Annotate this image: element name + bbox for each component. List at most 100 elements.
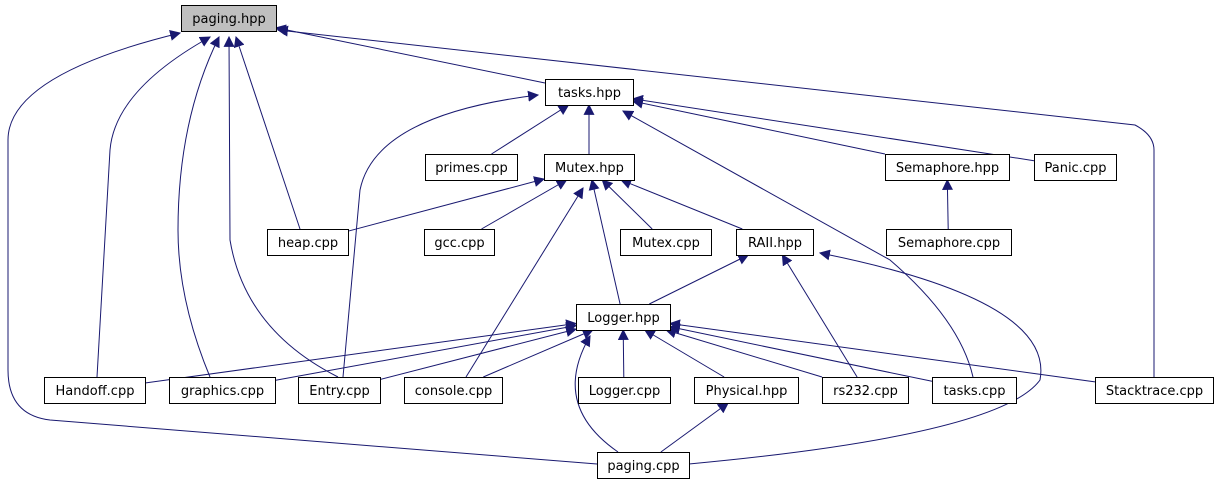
- node-label: Semaphore.hpp: [896, 161, 999, 176]
- node-box: [267, 229, 349, 256]
- edge-primes-cpp-to-tasks-hpp: [491, 104, 570, 155]
- node-box: [44, 377, 146, 404]
- node-label: Logger.hpp: [587, 311, 660, 326]
- node-box: [181, 5, 277, 32]
- edge-stacktrace-cpp-to-paging-hpp: [276, 25, 1155, 377]
- node-box: [694, 377, 799, 404]
- node-label: paging.cpp: [607, 459, 679, 474]
- node-tasks-hpp[interactable]: tasks.hpp: [545, 79, 634, 106]
- edge-graphics-cpp-to-logger-hpp: [274, 321, 578, 381]
- edge-panic-cpp-to-tasks-hpp: [631, 94, 1035, 162]
- edge-console-cpp-to-mutex-hpp: [465, 187, 584, 378]
- node-box: [298, 377, 381, 404]
- node-label: paging.hpp: [192, 12, 265, 27]
- node-label: Entry.cpp: [309, 384, 370, 399]
- node-paging-hpp[interactable]: paging.hpp: [181, 5, 277, 32]
- node-box: [886, 229, 1012, 256]
- node-paging-cpp[interactable]: paging.cpp: [597, 452, 690, 479]
- node-stacktrace-cpp[interactable]: Stacktrace.cpp: [1095, 377, 1214, 404]
- node-label: Logger.cpp: [589, 384, 660, 399]
- edge-logger-hpp-to-mutex-hpp: [588, 178, 621, 305]
- edge-tasks-cpp-to-tasks-hpp: [622, 110, 974, 378]
- node-semaphore-cpp[interactable]: Semaphore.cpp: [886, 229, 1012, 256]
- node-panic-cpp[interactable]: Panic.cpp: [1034, 154, 1117, 181]
- node-label: heap.cpp: [278, 236, 338, 251]
- node-label: Stacktrace.cpp: [1106, 384, 1203, 399]
- node-box: [544, 154, 635, 181]
- edge-logger-hpp-to-raii-hpp: [649, 254, 750, 305]
- node-box: [404, 377, 503, 404]
- node-label: rs232.cpp: [833, 384, 898, 399]
- node-box: [1095, 377, 1214, 404]
- edge-paging-cpp-to-paging-hpp: [7, 30, 598, 465]
- edge-gcc-cpp-to-mutex-hpp: [481, 179, 568, 230]
- node-semaphore-hpp[interactable]: Semaphore.hpp: [885, 154, 1010, 181]
- edge-graphics-cpp-to-paging-hpp: [177, 36, 220, 378]
- edge-paging-cpp-to-logger-hpp: [574, 335, 619, 453]
- edge-raii-hpp-to-mutex-hpp: [620, 178, 743, 230]
- node-box: [425, 154, 518, 181]
- node-box: [620, 229, 712, 256]
- node-box: [1034, 154, 1117, 181]
- node-rs232-cpp[interactable]: rs232.cpp: [822, 377, 909, 404]
- node-box: [885, 154, 1010, 181]
- edge-stacktrace-cpp-to-logger-hpp: [668, 319, 1096, 383]
- node-box: [932, 377, 1017, 404]
- node-logger-hpp[interactable]: Logger.hpp: [576, 304, 671, 331]
- edge-paging-cpp-to-physical-hpp: [660, 402, 729, 453]
- node-entry-cpp[interactable]: Entry.cpp: [298, 377, 381, 404]
- edge-entry-cpp-to-logger-hpp: [379, 326, 578, 380]
- edge-logger-cpp-to-logger-hpp: [617, 328, 629, 378]
- edge-handoff-cpp-to-paging-hpp: [96, 36, 211, 378]
- edges-layer: [7, 24, 1155, 465]
- edge-handoff-cpp-to-logger-hpp: [144, 319, 578, 384]
- node-logger-cpp[interactable]: Logger.cpp: [578, 377, 671, 404]
- edge-semaphore-cpp-to-semaphore-hpp: [941, 178, 953, 230]
- node-label: tasks.cpp: [944, 384, 1006, 399]
- node-handoff-cpp[interactable]: Handoff.cpp: [44, 377, 146, 404]
- edge-semaphore-hpp-to-tasks-hpp: [631, 97, 886, 155]
- edge-rs232-cpp-to-logger-hpp: [665, 327, 823, 378]
- node-box: [576, 304, 671, 331]
- edge-tasks-cpp-to-logger-hpp: [668, 323, 933, 382]
- node-heap-cpp[interactable]: heap.cpp: [267, 229, 349, 256]
- node-label: Mutex.cpp: [632, 236, 700, 251]
- node-label: Mutex.hpp: [555, 161, 624, 176]
- node-raii-hpp[interactable]: RAII.hpp: [736, 229, 814, 256]
- node-graphics-cpp[interactable]: graphics.cpp: [169, 377, 276, 404]
- node-box: [597, 452, 690, 479]
- node-label: Physical.hpp: [706, 384, 788, 399]
- node-box: [169, 377, 276, 404]
- edge-mutex-cpp-to-mutex-hpp: [601, 179, 653, 230]
- edge-heap-cpp-to-mutex-hpp: [347, 176, 546, 232]
- node-box: [424, 229, 495, 256]
- node-label: Panic.cpp: [1044, 161, 1106, 176]
- edge-rs232-cpp-to-raii-hpp: [781, 254, 858, 378]
- node-physical-hpp[interactable]: Physical.hpp: [694, 377, 799, 404]
- node-label: console.cpp: [415, 384, 492, 399]
- node-box: [822, 377, 909, 404]
- node-box: [545, 79, 634, 106]
- edge-paging-cpp-to-raii-hpp: [688, 249, 1042, 465]
- node-box: [736, 229, 814, 256]
- edge-entry-cpp-to-paging-hpp: [223, 35, 339, 378]
- node-box: [578, 377, 671, 404]
- node-gcc-cpp[interactable]: gcc.cpp: [424, 229, 495, 256]
- edge-tasks-hpp-to-paging-hpp: [274, 24, 546, 84]
- node-primes-cpp[interactable]: primes.cpp: [425, 154, 518, 181]
- node-console-cpp[interactable]: console.cpp: [404, 377, 503, 404]
- node-label: primes.cpp: [435, 161, 507, 176]
- node-mutex-cpp[interactable]: Mutex.cpp: [620, 229, 712, 256]
- node-label: gcc.cpp: [434, 236, 484, 251]
- node-label: Handoff.cpp: [56, 384, 135, 399]
- node-tasks-cpp[interactable]: tasks.cpp: [932, 377, 1017, 404]
- node-label: tasks.hpp: [558, 86, 621, 101]
- node-label: Semaphore.cpp: [898, 236, 1000, 251]
- edge-console-cpp-to-logger-hpp: [483, 328, 594, 378]
- node-label: RAII.hpp: [748, 236, 802, 251]
- node-mutex-hpp[interactable]: Mutex.hpp: [544, 154, 635, 181]
- edge-heap-cpp-to-paging-hpp: [233, 35, 301, 230]
- node-label: graphics.cpp: [181, 384, 264, 399]
